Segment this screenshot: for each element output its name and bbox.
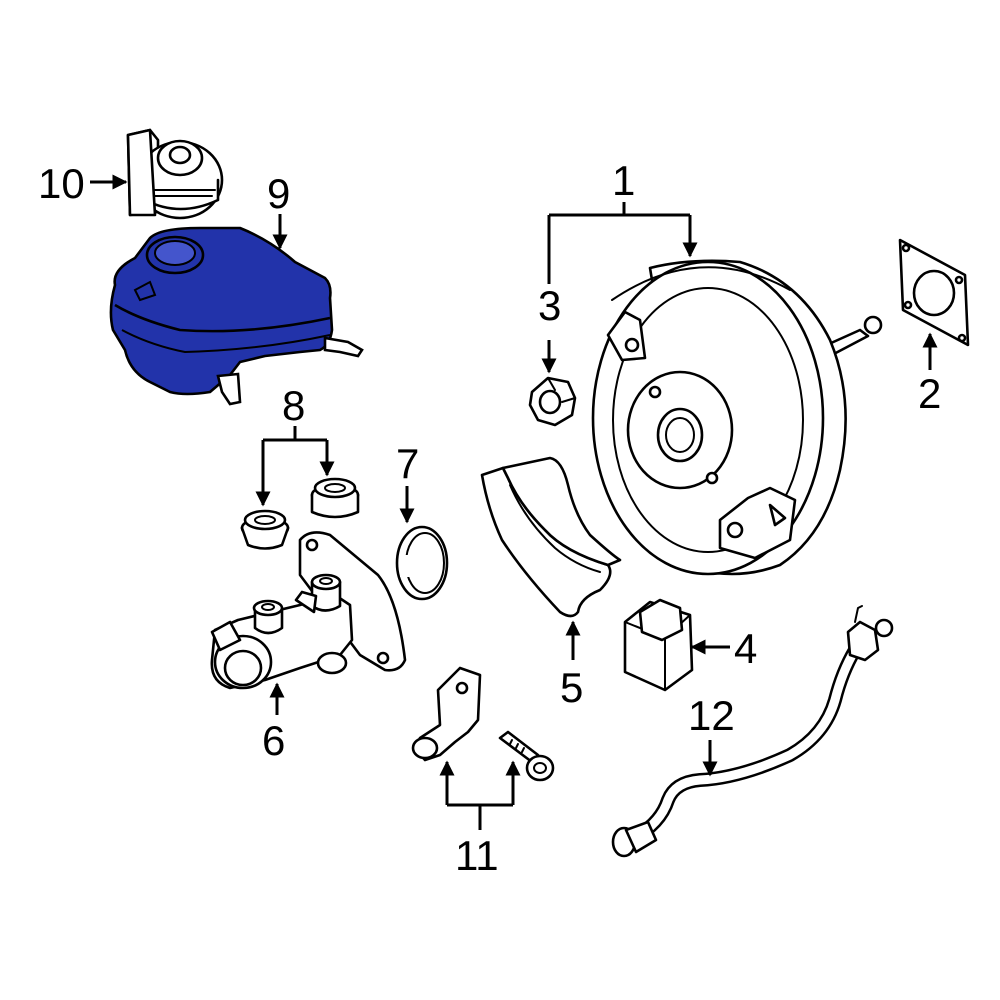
master-cylinder-label: 6 bbox=[262, 717, 285, 764]
reservoir-cap-part[interactable] bbox=[126, 128, 224, 220]
grommets-label: 8 bbox=[282, 382, 305, 429]
seal-ring-part[interactable] bbox=[395, 525, 449, 601]
nut-callout: 3 bbox=[538, 282, 561, 374]
sensor-and-bolt-callout: 11 bbox=[439, 760, 521, 879]
master-cylinder-callout: 6 bbox=[262, 682, 285, 764]
reservoir-label: 9 bbox=[267, 170, 290, 217]
brake-booster-label: 1 bbox=[612, 157, 635, 204]
bracket-callout: 5 bbox=[560, 620, 583, 711]
reservoir-callout: 9 bbox=[267, 170, 290, 250]
gasket-part[interactable] bbox=[898, 238, 970, 347]
bolt-part[interactable] bbox=[498, 730, 555, 782]
sensor-and-bolt-label: 11 bbox=[455, 832, 499, 879]
grommets-callout: 8 bbox=[255, 382, 335, 507]
gasket-callout: 2 bbox=[918, 332, 941, 417]
sensor-bracket-part[interactable] bbox=[411, 666, 482, 762]
nut-part[interactable] bbox=[528, 376, 577, 427]
vacuum-hose-label: 12 bbox=[688, 692, 735, 739]
bracket-part[interactable] bbox=[480, 456, 622, 618]
reservoir-body bbox=[109, 226, 334, 396]
brake-booster-part[interactable] bbox=[591, 259, 883, 576]
reservoir-part[interactable] bbox=[109, 226, 364, 406]
sensor-label: 4 bbox=[734, 625, 757, 672]
seal-ring-callout: 7 bbox=[396, 440, 419, 524]
grommet-upper[interactable] bbox=[310, 477, 360, 519]
grommet-lower[interactable] bbox=[240, 509, 290, 550]
brake-booster-callout: 1 bbox=[547, 157, 698, 284]
vacuum-hose-part[interactable] bbox=[611, 605, 894, 858]
nut-label: 3 bbox=[538, 282, 561, 329]
reservoir-cap-callout: 10 bbox=[38, 160, 128, 207]
vacuum-hose-callout: 12 bbox=[688, 692, 735, 777]
gasket-label: 2 bbox=[918, 370, 941, 417]
master-cylinder-part[interactable] bbox=[210, 531, 407, 690]
reservoir-cap-label: 10 bbox=[38, 160, 85, 207]
bracket-label: 5 bbox=[560, 664, 583, 711]
sensor-part[interactable] bbox=[623, 598, 694, 692]
seal-ring-label: 7 bbox=[396, 440, 419, 487]
sensor-callout: 4 bbox=[690, 625, 757, 672]
